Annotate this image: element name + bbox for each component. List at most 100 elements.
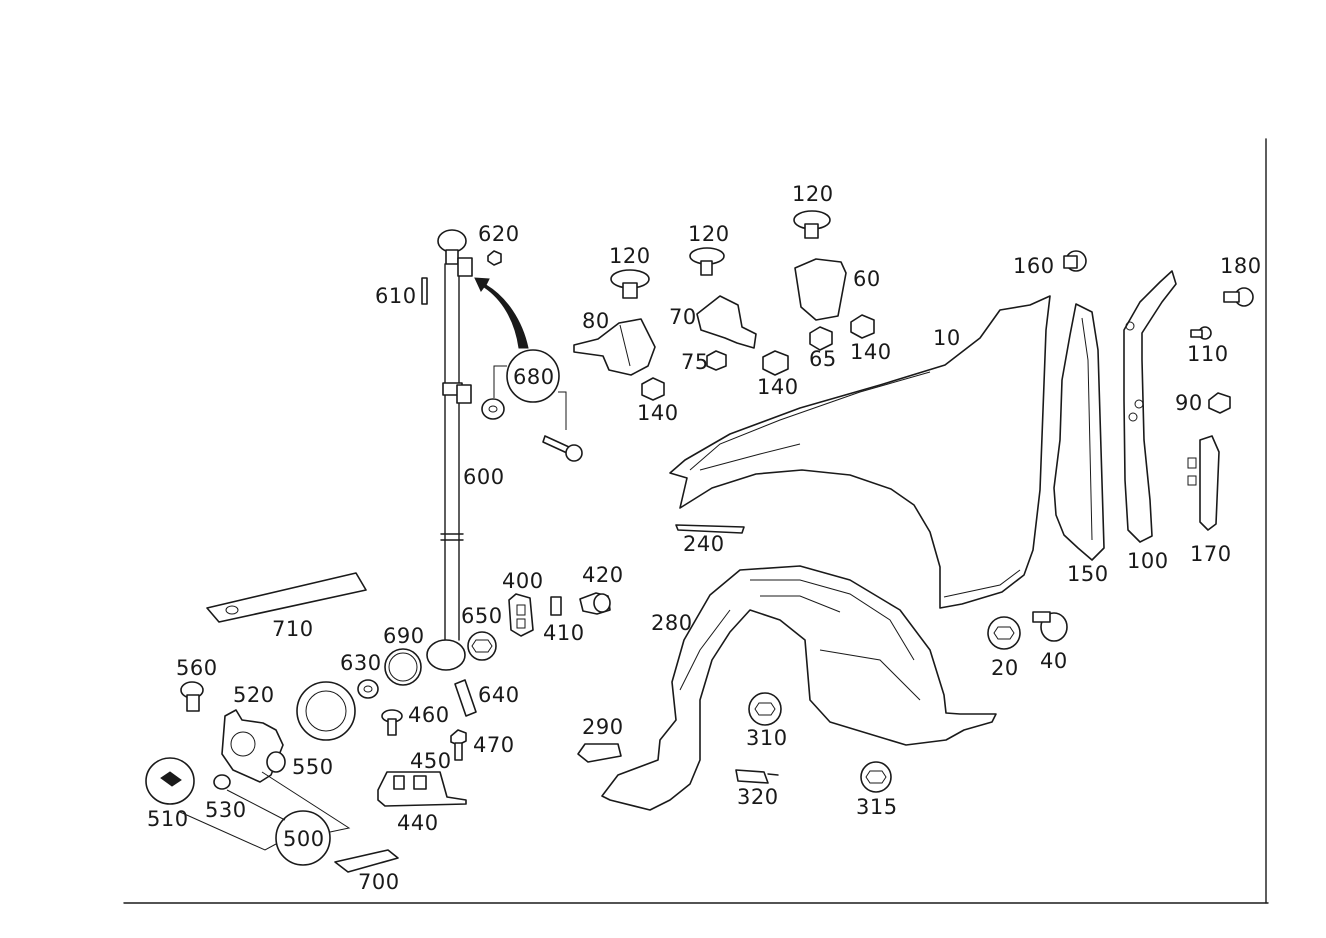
part-290-clip <box>577 743 622 763</box>
arrow-680-to-600 <box>474 277 529 349</box>
label-65: 65 <box>809 347 837 371</box>
label-690: 690 <box>383 624 425 648</box>
label-560: 560 <box>176 656 218 680</box>
part-120-clip-c <box>793 210 831 239</box>
label-75: 75 <box>681 350 709 374</box>
label-100: 100 <box>1127 549 1169 573</box>
part-400-bracket <box>508 593 534 637</box>
part-550-bushing <box>266 751 286 773</box>
label-170: 170 <box>1190 542 1232 566</box>
label-680: 680 <box>513 365 555 389</box>
label-500: 500 <box>283 827 325 851</box>
part-510-cover <box>145 757 195 805</box>
part-gasket-ring <box>296 681 356 741</box>
part-140-bolt-b <box>762 350 789 376</box>
label-410: 410 <box>543 621 585 645</box>
label-140-c: 140 <box>850 340 892 364</box>
label-400: 400 <box>502 569 544 593</box>
label-530: 530 <box>205 798 247 822</box>
label-240: 240 <box>683 532 725 556</box>
label-640: 640 <box>478 683 520 707</box>
part-280-wheel-liner <box>601 565 997 811</box>
label-470: 470 <box>473 733 515 757</box>
label-520: 520 <box>233 683 275 707</box>
label-20: 20 <box>991 656 1019 680</box>
label-120-a: 120 <box>609 244 651 268</box>
label-450: 450 <box>410 749 452 773</box>
part-140-bolt-c <box>850 314 875 339</box>
label-290: 290 <box>582 715 624 739</box>
label-310: 310 <box>746 726 788 750</box>
part-120-clip-b <box>689 247 725 276</box>
part-410-clip <box>550 596 562 616</box>
part-110-screw <box>1190 326 1212 340</box>
part-310-nut <box>748 692 782 726</box>
label-10: 10 <box>933 326 961 350</box>
label-510: 510 <box>147 807 189 831</box>
part-650-nut <box>467 631 497 661</box>
part-120-clip-a <box>610 269 650 299</box>
part-150-panel <box>1053 303 1105 561</box>
label-315: 315 <box>856 795 898 819</box>
part-710-strip <box>206 572 367 623</box>
label-420: 420 <box>582 563 624 587</box>
label-160: 160 <box>1013 254 1055 278</box>
label-70: 70 <box>669 305 697 329</box>
part-40-screw <box>1032 611 1068 642</box>
part-460-screw <box>381 709 403 736</box>
label-620: 620 <box>478 222 520 246</box>
part-140-bolt-a <box>641 377 665 401</box>
part-240-strip <box>675 524 745 534</box>
part-500-kit <box>179 771 351 866</box>
part-170-strip <box>1187 435 1220 531</box>
part-180-screw <box>1223 287 1254 307</box>
part-320-rivet <box>735 769 779 784</box>
label-650: 650 <box>461 604 503 628</box>
label-80: 80 <box>582 309 610 333</box>
label-600: 600 <box>463 465 505 489</box>
part-610-pin <box>421 277 428 305</box>
part-640-sleeve <box>454 679 477 717</box>
part-450-440-bracket <box>377 771 467 807</box>
part-315-nut <box>860 761 892 793</box>
label-150: 150 <box>1067 562 1109 586</box>
part-620-cap <box>487 250 502 266</box>
part-160-screw <box>1063 250 1087 272</box>
part-680-kit <box>481 349 583 462</box>
label-610: 610 <box>375 284 417 308</box>
part-80-bracket <box>573 318 656 376</box>
part-90-nut <box>1208 392 1231 414</box>
part-700-strip <box>334 849 399 873</box>
part-20-nut <box>987 616 1021 650</box>
part-65-nut <box>809 326 833 351</box>
label-110: 110 <box>1187 342 1229 366</box>
label-120-c: 120 <box>792 182 834 206</box>
part-600-support-rod <box>426 229 473 671</box>
label-40: 40 <box>1040 649 1068 673</box>
part-10-fender <box>669 295 1051 609</box>
label-630: 630 <box>340 651 382 675</box>
label-120-b: 120 <box>688 222 730 246</box>
part-560-screw <box>180 681 204 712</box>
part-530-washer <box>213 774 231 790</box>
label-710: 710 <box>272 617 314 641</box>
part-470-screw <box>450 729 467 761</box>
label-700: 700 <box>358 870 400 894</box>
label-90: 90 <box>1175 391 1203 415</box>
label-550: 550 <box>292 755 334 779</box>
label-320: 320 <box>737 785 779 809</box>
part-60-bracket <box>794 258 847 321</box>
part-75-nut <box>706 350 727 371</box>
part-70-bracket <box>696 295 757 349</box>
part-630-washer <box>357 679 379 699</box>
label-180: 180 <box>1220 254 1262 278</box>
label-440: 440 <box>397 811 439 835</box>
part-100-panel <box>1123 270 1177 543</box>
label-140-b: 140 <box>757 375 799 399</box>
label-460: 460 <box>408 703 450 727</box>
label-60: 60 <box>853 267 881 291</box>
part-420-screw <box>579 592 611 615</box>
label-140-a: 140 <box>637 401 679 425</box>
label-280: 280 <box>651 611 693 635</box>
